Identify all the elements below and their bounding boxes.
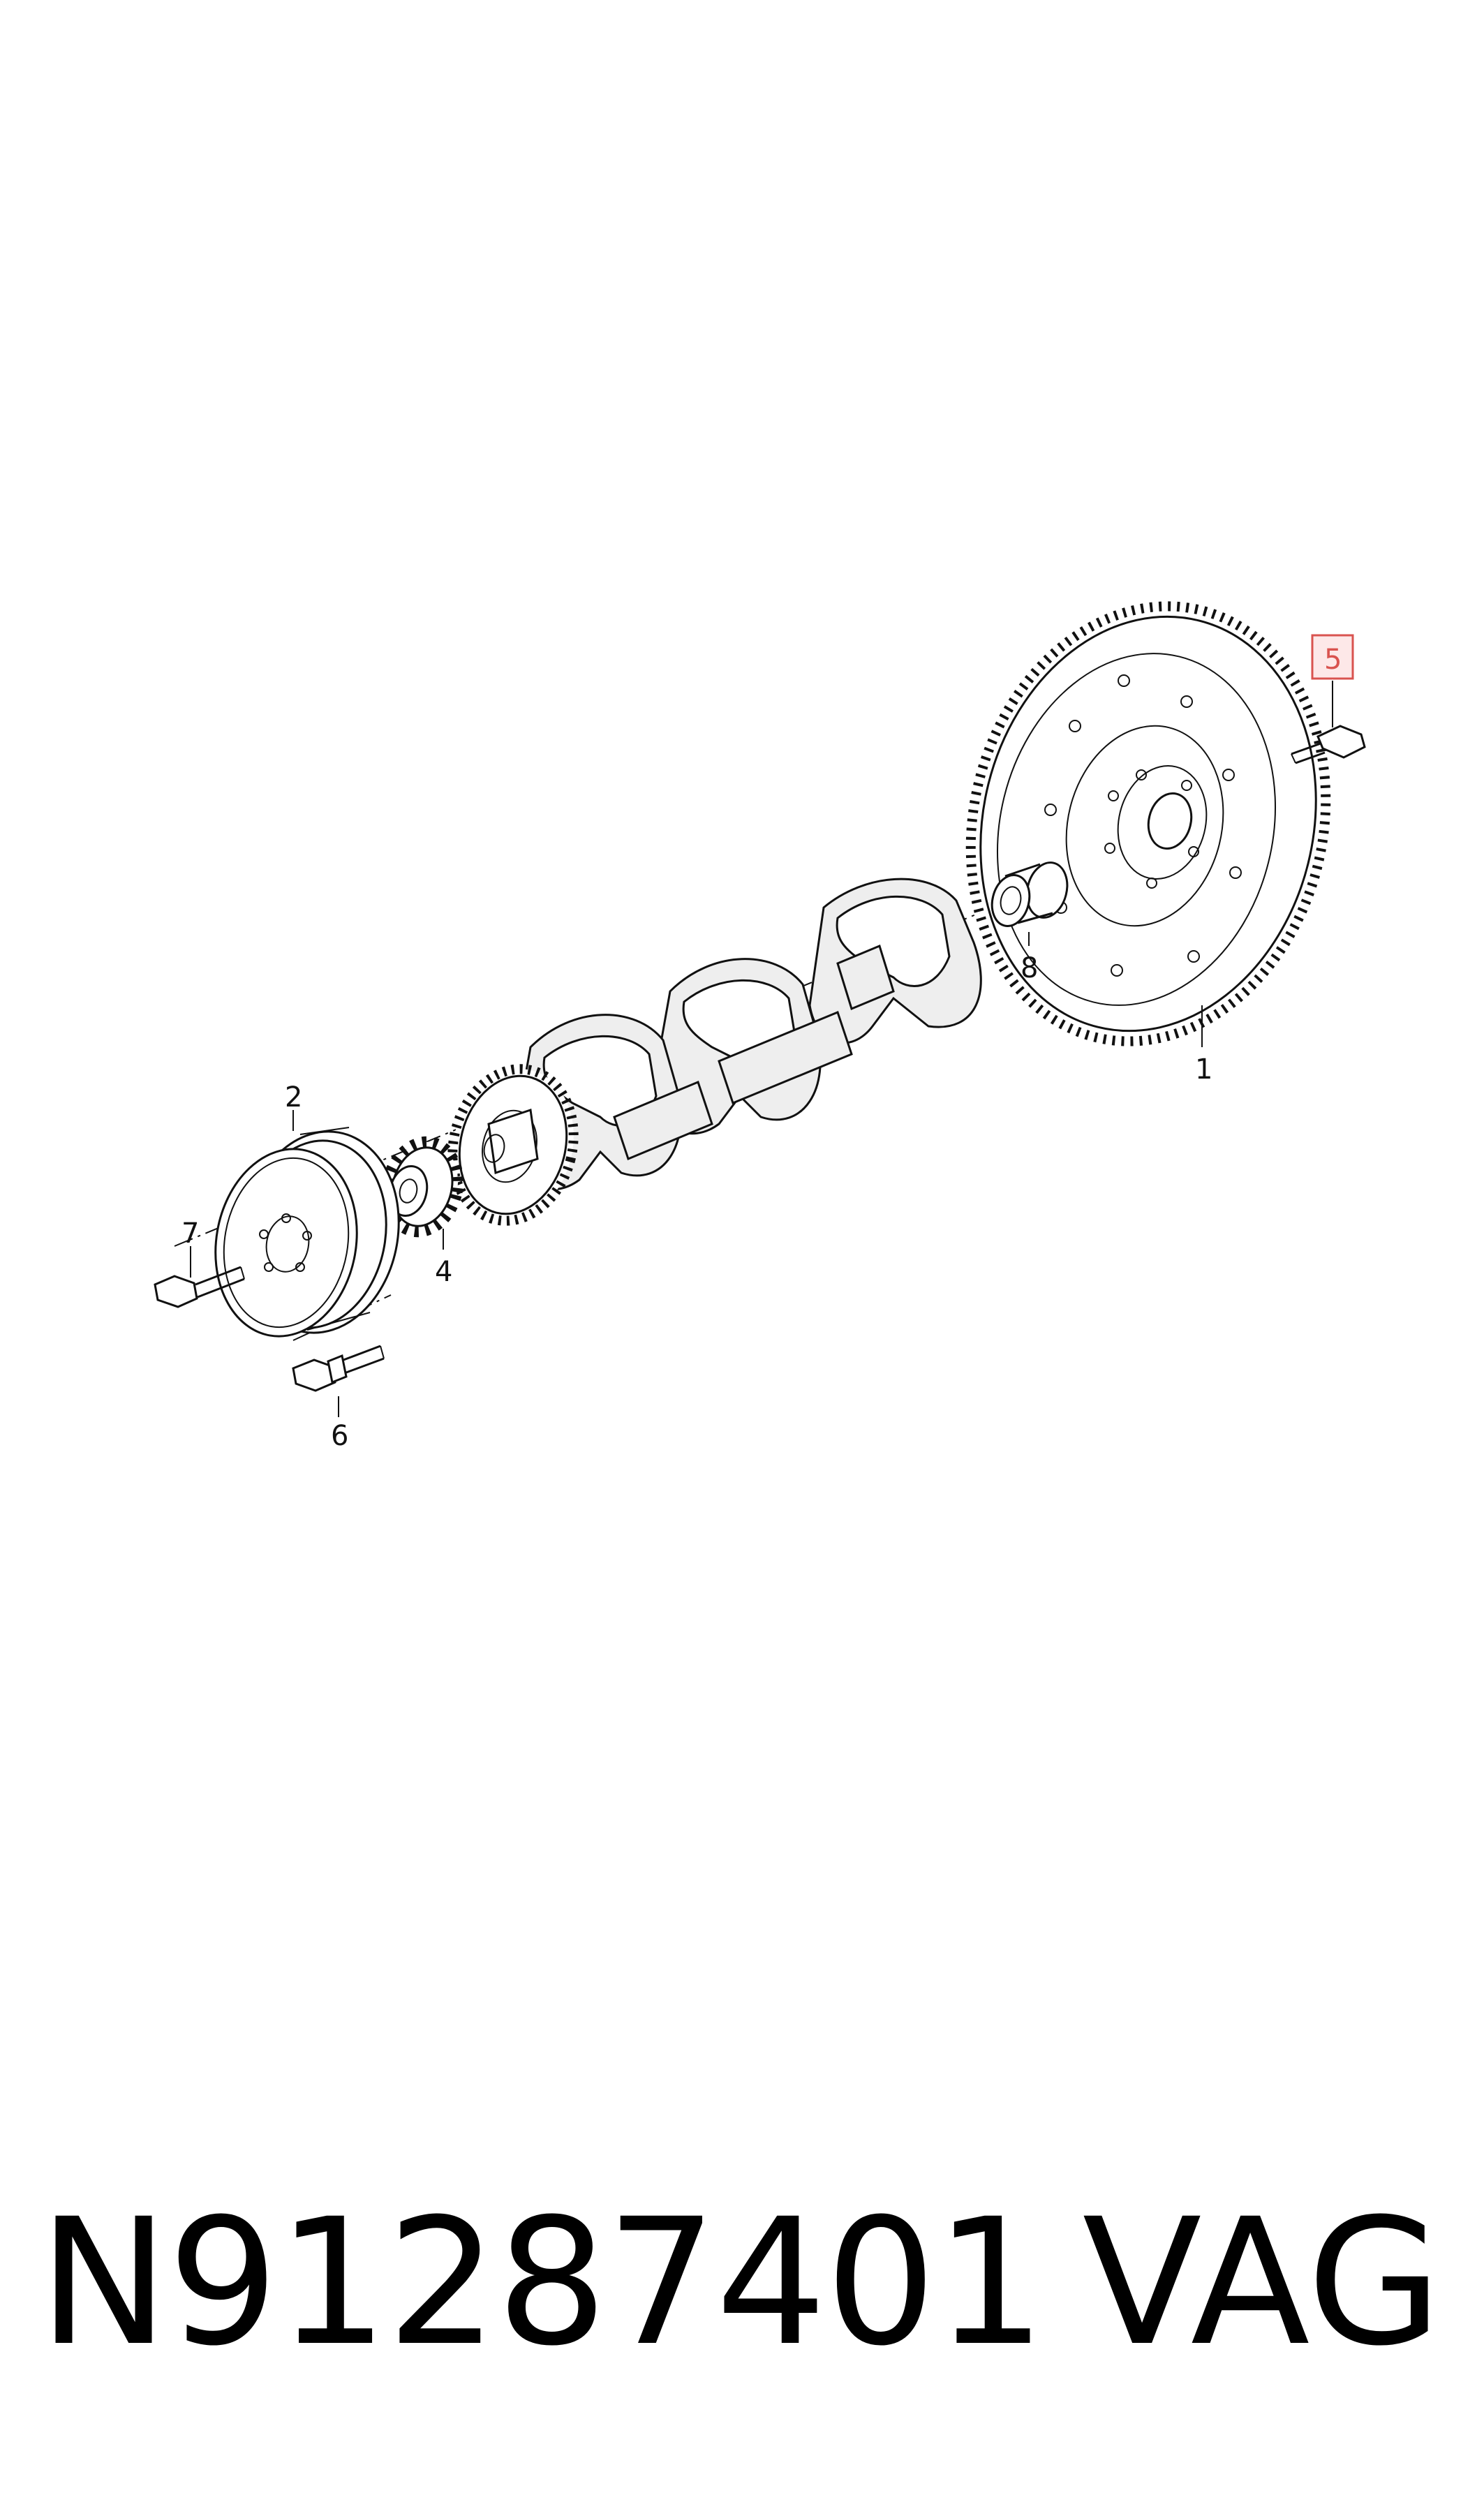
callout-7[interactable]: 7 <box>181 1218 199 1250</box>
footer: N91287401 VAG <box>0 2171 1484 2395</box>
bolt-6 <box>292 1345 385 1392</box>
pulley-2 <box>214 1127 400 1338</box>
flywheel-bolt-holes <box>1044 674 1242 977</box>
callout-6[interactable]: 6 <box>331 1420 348 1452</box>
crank-sprocket-4 <box>381 1136 463 1238</box>
callout-4[interactable]: 4 <box>435 1256 452 1288</box>
bolt-7 <box>154 1266 245 1308</box>
pilot-bushing-8 <box>990 861 1069 927</box>
callout-8[interactable]: 8 <box>1021 952 1038 984</box>
bolt-5 <box>1291 725 1366 764</box>
part-number: N91287401 <box>38 2181 1046 2384</box>
exploded-parts-diagram: 1 2 4 5 6 7 8 <box>154 601 1366 1452</box>
crankshaft <box>447 878 982 1226</box>
callout-1[interactable]: 1 <box>1195 1053 1212 1086</box>
leader-lines <box>190 681 1333 1417</box>
callout-5-highlight-box <box>1311 634 1354 680</box>
callout-5[interactable]: 5 <box>1324 644 1342 676</box>
flywheel <box>965 601 1331 1046</box>
brand-name: VAG <box>1082 2181 1442 2384</box>
callout-labels: 1 2 4 5 6 7 8 <box>181 634 1354 1452</box>
callout-2[interactable]: 2 <box>285 1081 302 1113</box>
